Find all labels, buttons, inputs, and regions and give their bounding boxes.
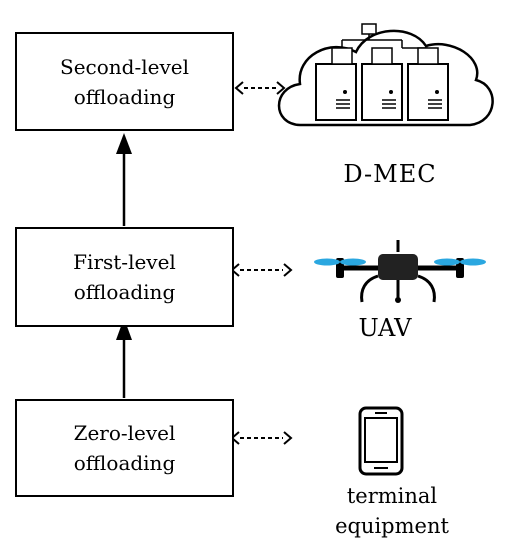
link-zero-terminal: [230, 431, 293, 445]
first-level-title: First-level: [73, 250, 176, 274]
link-second-dmec: [234, 81, 286, 95]
server-icon: [407, 63, 449, 121]
server-icon: [361, 63, 403, 121]
cloud-servers-icon: [277, 23, 494, 127]
first-level-subtitle: offloading: [73, 280, 176, 304]
zero-level-offloading-box: Zero-level offloading: [15, 399, 234, 497]
second-level-offloading-box: Second-level offloading: [15, 32, 234, 131]
zero-level-title: Zero-level: [73, 421, 176, 445]
terminal-equipment-label: terminal equipment: [322, 481, 462, 541]
drone-icon: [314, 240, 486, 303]
zero-level-subtitle: offloading: [73, 451, 176, 475]
server-icon: [315, 63, 357, 121]
arrow-zero-to-first: [116, 318, 132, 398]
second-level-title: Second-level: [60, 54, 189, 79]
dmec-label: D-MEC: [343, 160, 437, 188]
smartphone-icon: [358, 406, 404, 476]
first-level-offloading-box: First-level offloading: [15, 227, 234, 327]
terminal-label-line2: equipment: [335, 514, 449, 538]
link-first-uav: [230, 263, 293, 277]
terminal-label-line1: terminal: [346, 484, 438, 508]
second-level-subtitle: offloading: [73, 84, 176, 109]
arrow-first-to-second: [116, 133, 132, 226]
uav-label: UAV: [358, 314, 412, 342]
